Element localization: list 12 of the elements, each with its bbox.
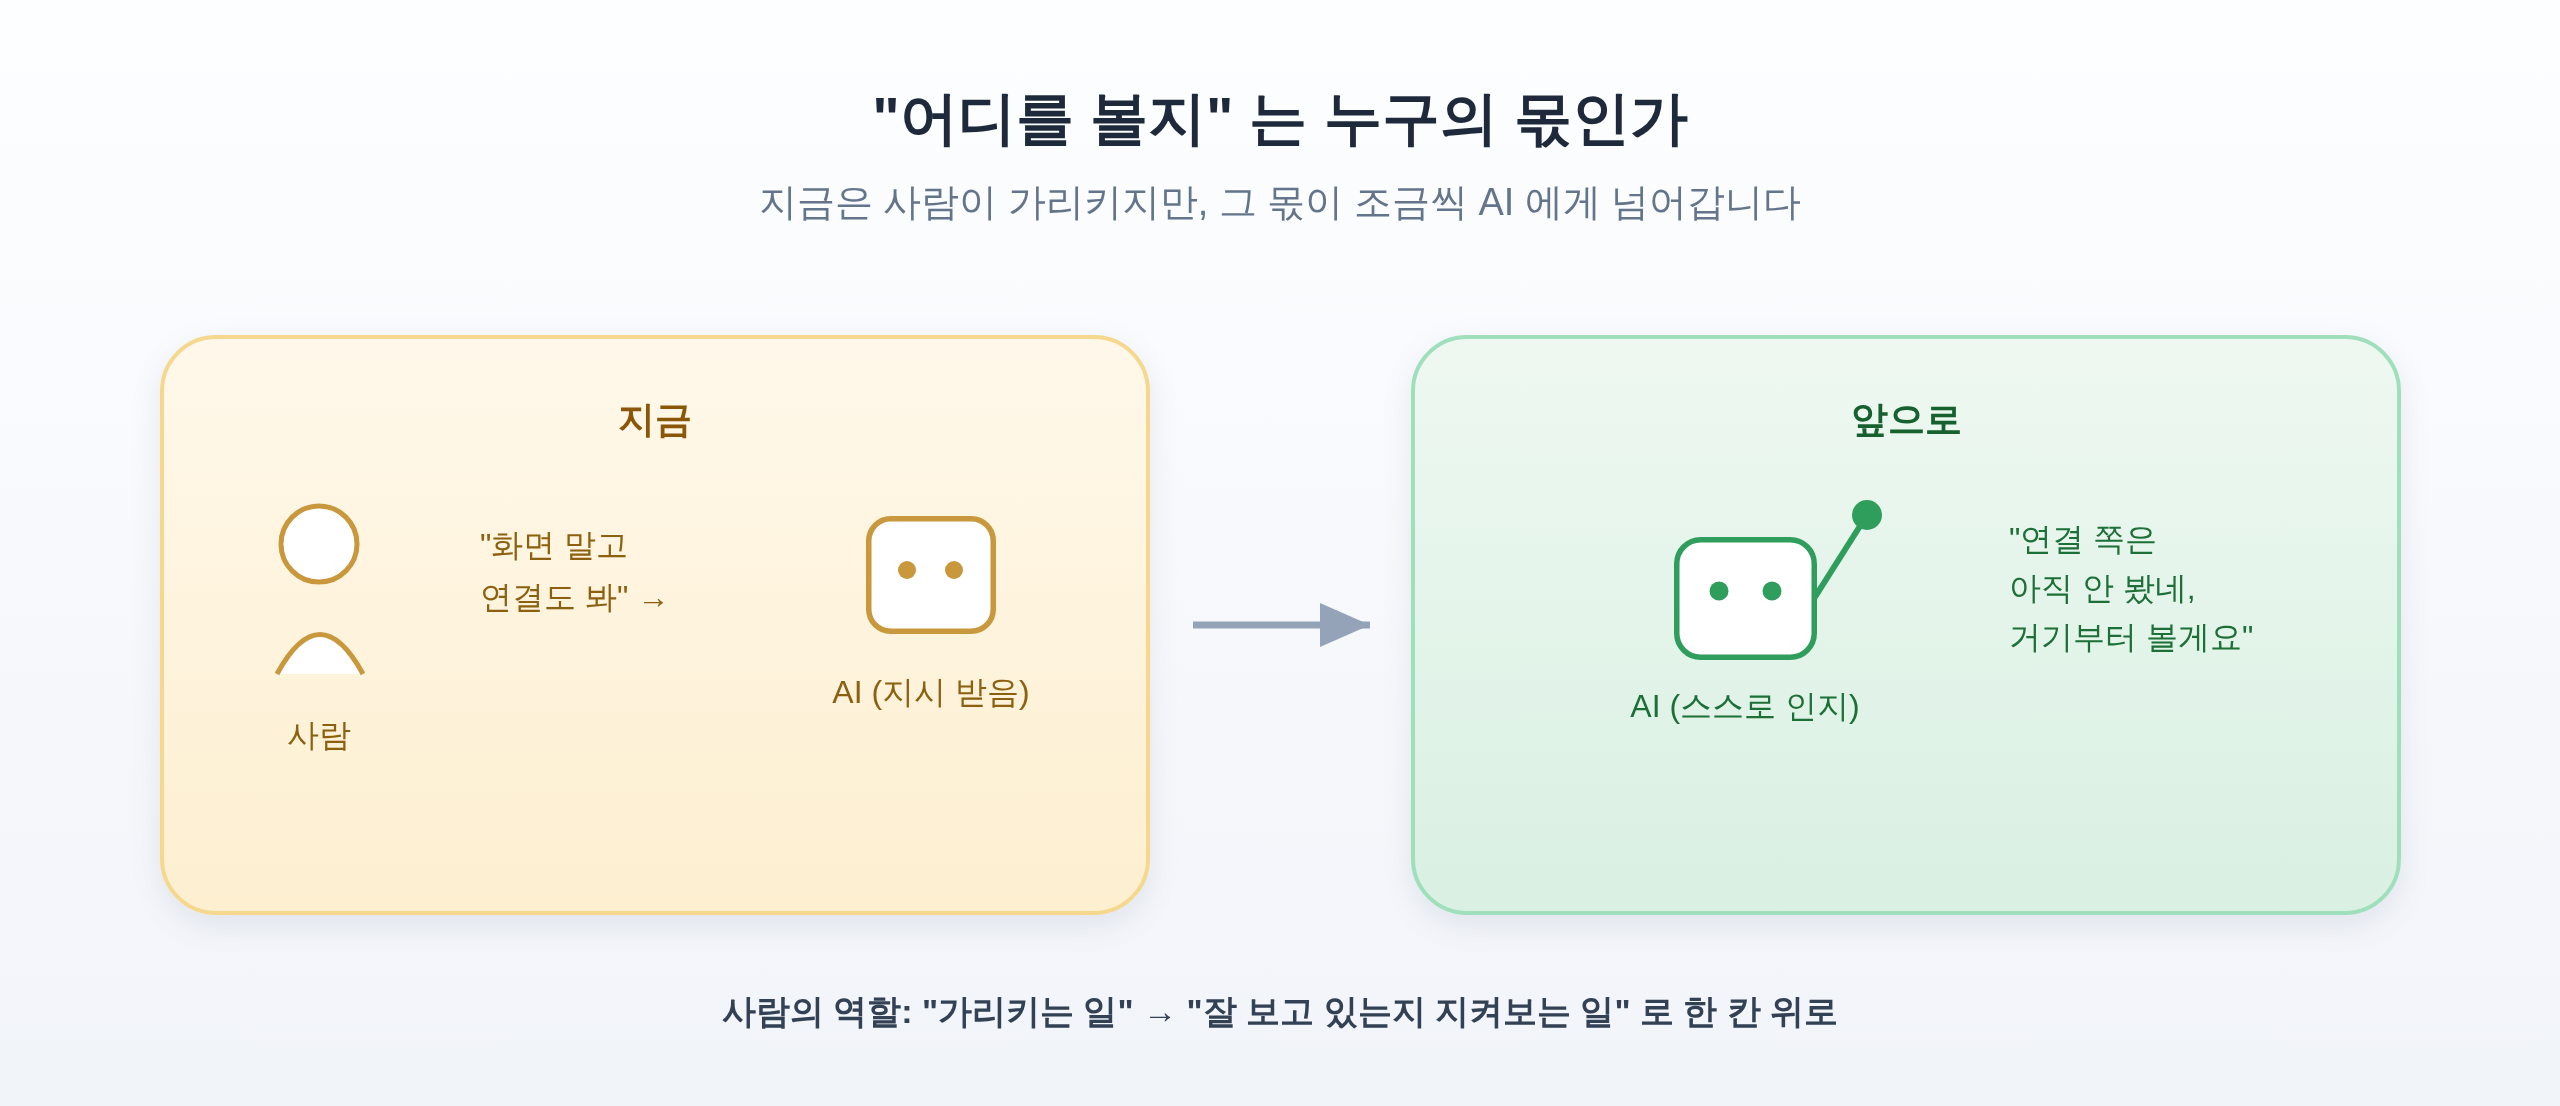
quote-text: "연결 쪽은 아직 안 봤네, 거기부터 볼게요": [2009, 520, 2254, 657]
panel-heading: 앞으로: [1850, 398, 1962, 442]
panel: [1411, 335, 2401, 915]
icon-caption: AI (지시 받음): [832, 673, 1030, 712]
caption-text: 사람의 역할: "가리키는 일" → "잘 보고 있는지 지켜보는 일" 로 한 칸 위로: [721, 991, 1839, 1032]
panel: [160, 335, 1150, 915]
icon-caption: AI (스스로 인지): [1630, 687, 1860, 726]
panel-heading: 지금: [618, 398, 692, 442]
subtitle: 지금은 사람이 가리키지만, 그 몫이 조금씩 AI 에게 넘어갑니다: [758, 180, 1802, 225]
icon-caption: 사람: [287, 716, 351, 755]
quote-text: "화면 말고 연결도 봐" →: [480, 526, 670, 617]
title: "어디를 볼지" 는 누구의 몫인가: [872, 84, 1688, 152]
